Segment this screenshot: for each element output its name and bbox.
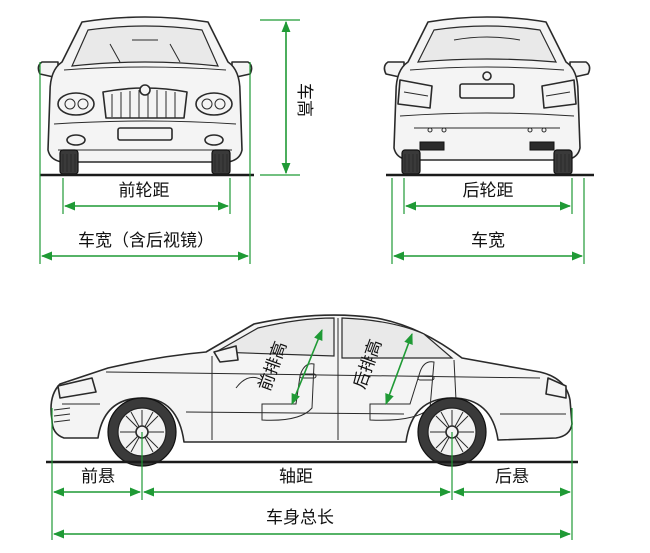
right-exhaust: [529, 141, 555, 151]
rear-window: [416, 25, 558, 63]
front-track-dimension: [62, 178, 231, 214]
rear-view-car: [383, 16, 591, 175]
side-extension-lines: [51, 408, 573, 540]
rear-track-label: 后轮距: [463, 181, 514, 201]
rear-overhang-label: 后悬: [495, 467, 529, 487]
side-taillight: [545, 377, 567, 399]
front-emblem: [139, 84, 151, 96]
width-with-mirrors-label: 车宽（含后视镜）: [78, 231, 214, 251]
front-headroom-dimension: [291, 328, 323, 406]
width-dimension: [391, 178, 585, 264]
side-headlight: [57, 377, 97, 399]
front-license-plate: [117, 127, 173, 141]
front-view-car: [37, 16, 253, 175]
length-label: 车身总长: [266, 508, 334, 528]
left-exhaust: [419, 141, 445, 151]
right-headlight: [195, 92, 233, 116]
rear-seat: [369, 361, 435, 421]
width-with-mirrors-dimension: [39, 62, 251, 264]
left-headlight: [57, 92, 95, 116]
height-label: 车高: [294, 83, 314, 117]
front-overhang-label: 前悬: [81, 467, 115, 487]
front-track-label: 前轮距: [119, 181, 170, 201]
height-dimension: [260, 19, 300, 176]
width-label: 车宽: [471, 231, 505, 251]
rear-track-dimension: [403, 178, 573, 214]
rear-license-plate: [459, 83, 515, 99]
wheelbase-label: 轴距: [279, 467, 313, 487]
front-windshield: [71, 25, 219, 67]
rear-headroom-dimension: [385, 332, 413, 406]
